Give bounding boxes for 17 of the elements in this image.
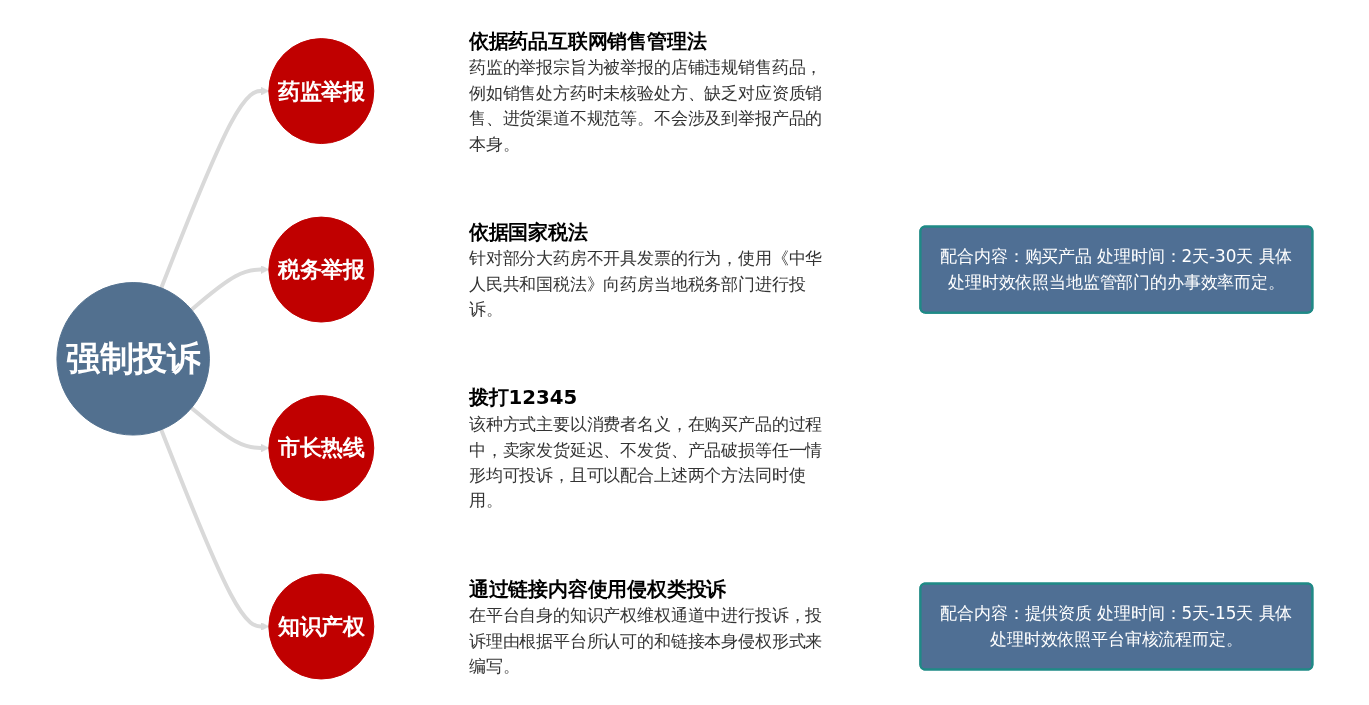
node-circle [56,282,210,436]
arrow [190,406,270,453]
node-label: 该种方式主要以消费者名义，在购买产品的过程中，卖家发货延迟、不发货、产品破损等任一情形均可投诉，且可以配合上述两个方法同时使用。 [468,414,823,510]
node-circle [268,216,375,323]
node-circle [268,573,375,680]
node-label: 在平台自身的知识产权维权通道中进行投诉，投诉理由根据平台所认可的和链接本身侵权形式来编写。 [468,605,823,676]
node-label: 通过链接内容使用侵权类投诉 [468,576,727,601]
arrow [159,428,270,631]
node-label: 药监的举报宗旨为被举报的店铺违规销售药品，例如销售处方药时未核验处方、缺乏对应资质销售、进货渠道不规范等。不会涉及到举报产品的本身。 [468,57,823,153]
node-circle [268,38,375,145]
node-label: 依据药品互联网销售管理法 [468,28,707,53]
node-label: 依据国家税法 [468,219,588,244]
node-label: 拨打12345 [468,385,578,410]
node-circle [268,395,375,501]
arrow [159,86,270,289]
node-label: 针对部分大药房不开具发票的行为，使用《中华人民共和国税法》向药房当地税务部门进行投诉。 [468,248,823,319]
arrow [190,265,270,312]
